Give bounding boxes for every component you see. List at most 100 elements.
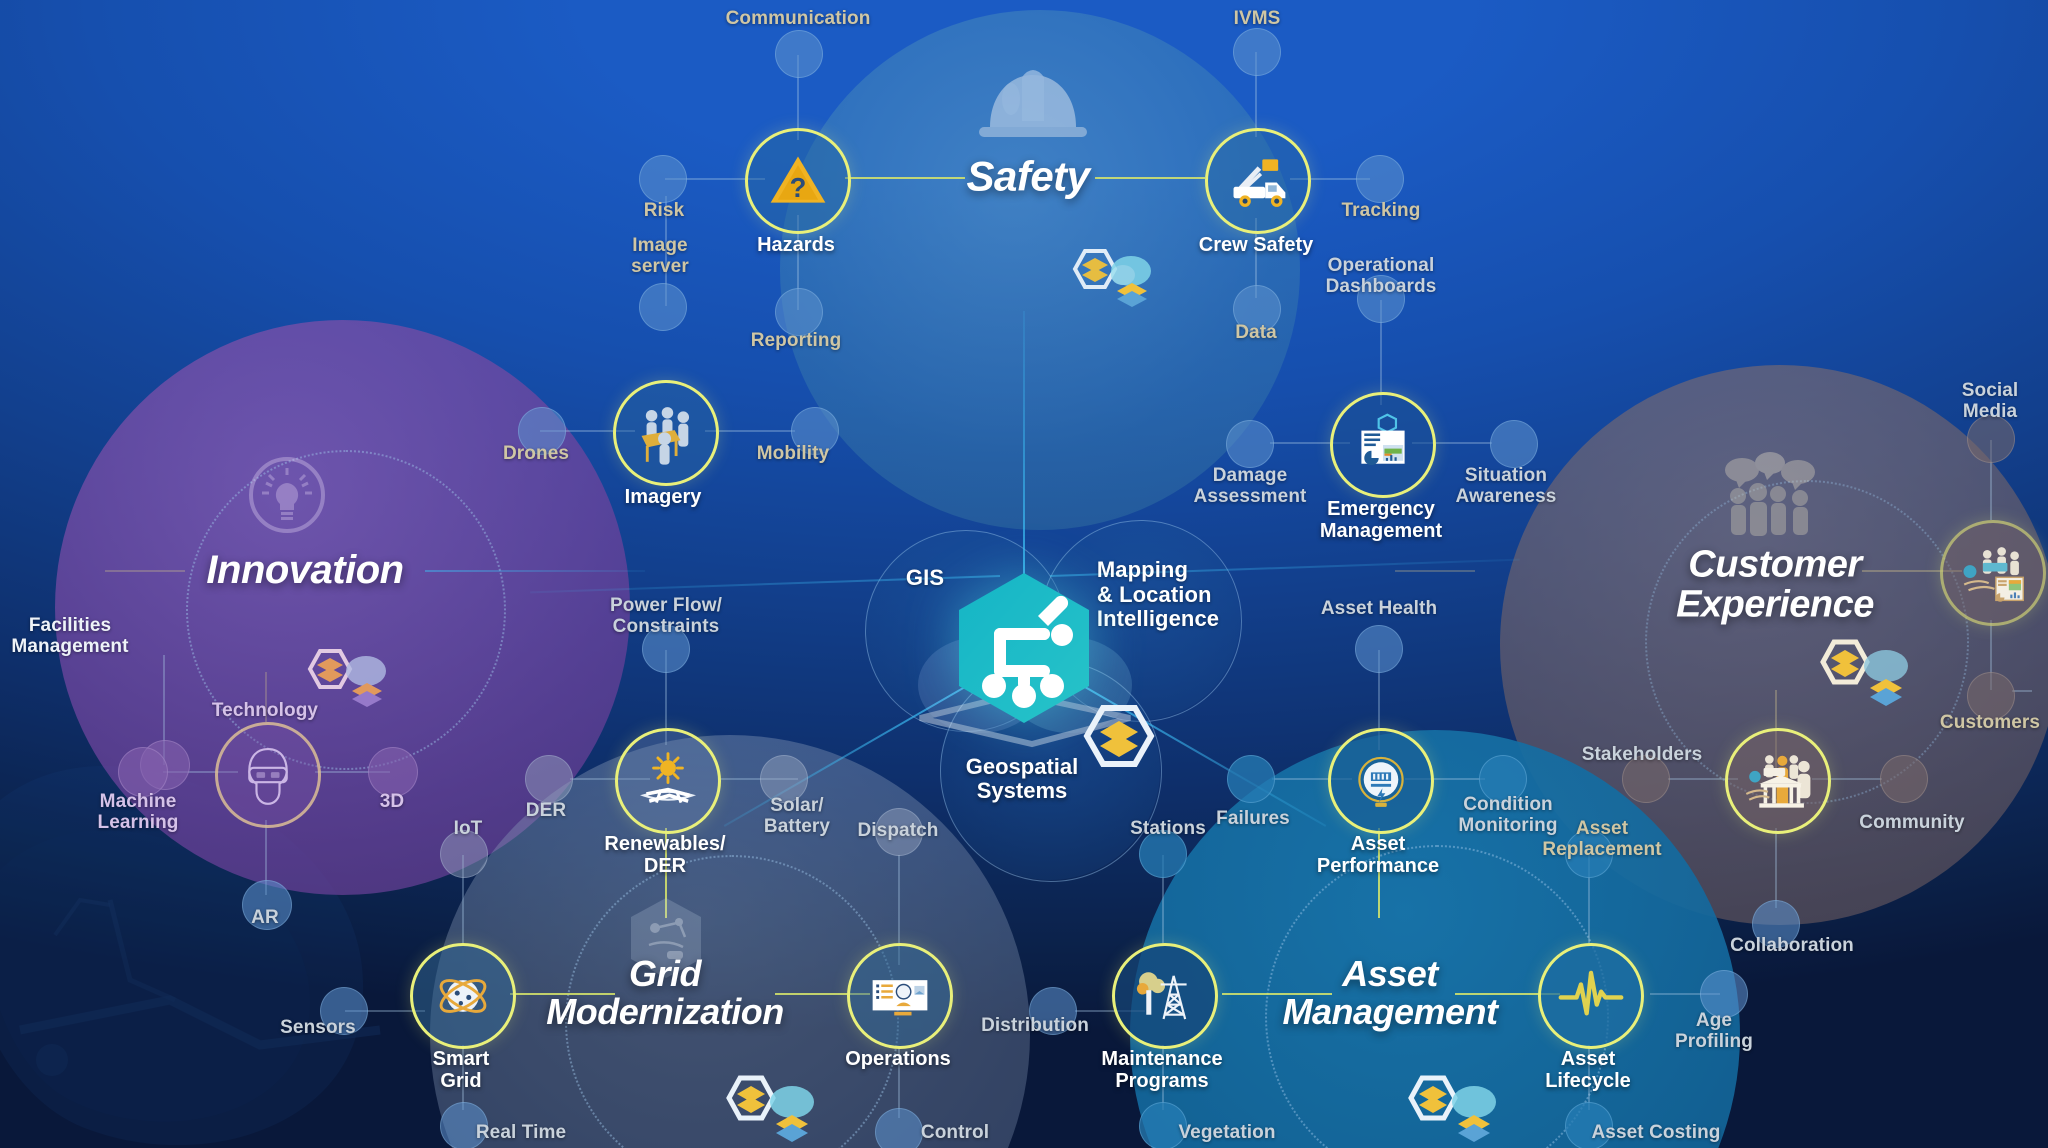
node-renewables-der[interactable] (615, 728, 721, 834)
label-community: Community (1859, 812, 1965, 833)
dot-collaboration[interactable] (1752, 900, 1800, 948)
dot-asset-costing[interactable] (1565, 1102, 1613, 1148)
label-vegetation: Vegetation (1178, 1122, 1276, 1143)
node-technology[interactable] (215, 722, 321, 828)
dot-der[interactable] (525, 755, 573, 803)
label-collaboration: Collaboration (1730, 935, 1854, 956)
label-ivms: IVMS (1233, 8, 1281, 29)
dot-ivms[interactable] (1233, 28, 1281, 76)
node-label-asset-performance: Asset Performance (1316, 833, 1440, 877)
label-asset-costing: Asset Costing (1591, 1122, 1721, 1143)
dot-drones[interactable] (518, 407, 566, 455)
label-power-flow: Power Flow/ Constraints (610, 595, 722, 638)
dot-asset-replacement[interactable] (1565, 830, 1613, 878)
node-imagery[interactable] (613, 380, 719, 486)
lightbulb-innovation-icon (242, 450, 332, 540)
label-control: Control (920, 1122, 990, 1143)
dot-control[interactable] (875, 1108, 923, 1148)
label-stakeholders: Stakeholders (1581, 744, 1703, 765)
label-reporting: Reporting (750, 330, 842, 351)
atom-smart-grid-icon (439, 979, 487, 1013)
label-asset-replacement: Asset Replacement (1542, 818, 1662, 861)
grid-modernization-domain-bubble (430, 735, 1030, 1148)
node-customer-engagement[interactable] (1940, 520, 2046, 626)
node-label-asset-lifecycle: Asset Lifecycle (1545, 1048, 1631, 1092)
arcgis-layers-badge-center (1083, 702, 1159, 782)
dot-operational-dashboards[interactable] (1357, 275, 1405, 323)
node-label-crew-safety: Crew Safety (1198, 234, 1314, 256)
edge-hazards-safety (845, 177, 965, 179)
dot-condition-monitoring[interactable] (1479, 755, 1527, 803)
edge-cxnode-customers (2012, 690, 2032, 692)
label-condition-monitoring: Condition Monitoring (1458, 794, 1558, 837)
label-der: DER (525, 800, 567, 821)
dot-asset-health[interactable] (1355, 625, 1403, 673)
arcgis-utility-network-hexagon-logo[interactable] (954, 570, 1094, 726)
label-operational-dashboards: Operational Dashboards (1325, 255, 1437, 298)
node-label-geospatial-systems: Geospatial Systems (965, 754, 1079, 804)
node-asset-performance[interactable] (1328, 728, 1434, 834)
dot-stations[interactable] (1139, 830, 1187, 878)
edge-innovation-left-tick (105, 570, 185, 572)
dot-data[interactable] (1233, 285, 1281, 333)
arcgis-badge-safety (1065, 245, 1155, 315)
dot-damage-assessment[interactable] (1226, 420, 1274, 468)
edge-innovation-to-center (425, 570, 645, 572)
dot-machine-learning[interactable] (118, 747, 168, 797)
people-speech-bubbles-icon (1712, 450, 1822, 540)
dot-reporting[interactable] (775, 288, 823, 336)
dot-power-flow[interactable] (642, 625, 690, 673)
dot-mobility[interactable] (791, 407, 839, 455)
vr-headset-icon (248, 747, 288, 805)
dot-dispatch[interactable] (875, 808, 923, 856)
node-emergency-management[interactable] (1330, 392, 1436, 498)
label-tracking: Tracking (1341, 200, 1421, 221)
bucket-truck-icon (1233, 159, 1286, 207)
node-asset-lifecycle[interactable] (1538, 943, 1644, 1049)
dot-vegetation[interactable] (1139, 1102, 1187, 1148)
dot-failures[interactable] (1227, 755, 1275, 803)
domain-title-customer-experience: Customer Experience (1676, 543, 1874, 626)
dot-real-time[interactable] (440, 1102, 488, 1148)
domain-title-grid-modernization: Grid Modernization (546, 952, 784, 1032)
node-maintenance-programs[interactable] (1112, 943, 1218, 1049)
dot-situation-awareness[interactable] (1490, 420, 1538, 468)
node-operations[interactable] (847, 943, 953, 1049)
label-mobility: Mobility (756, 443, 830, 464)
label-drones: Drones (502, 443, 570, 464)
label-image-server: Image server (631, 235, 689, 278)
dot-tracking[interactable] (1356, 155, 1404, 203)
dot-stakeholders[interactable] (1622, 755, 1670, 803)
node-label-smart-grid: Smart Grid (432, 1048, 490, 1092)
dot-community[interactable] (1880, 755, 1928, 803)
dot-ar[interactable] (242, 880, 292, 930)
dot-risk[interactable] (639, 155, 687, 203)
dot-social-media[interactable] (1967, 415, 2015, 463)
electric-meter-icon (1358, 756, 1404, 807)
dot-solar[interactable] (760, 755, 808, 803)
label-solar: Solar/ Battery (763, 795, 831, 838)
dot-communication[interactable] (775, 30, 823, 78)
dot-iot[interactable] (440, 830, 488, 878)
node-stakeholder-collaboration[interactable] (1725, 728, 1831, 834)
label-distribution: Distribution (981, 1015, 1089, 1036)
imagery-workstation-icon (641, 407, 690, 465)
dot-distribution[interactable] (1029, 987, 1077, 1035)
dot-customers[interactable] (1967, 672, 2015, 720)
dot-sensors[interactable] (320, 987, 368, 1035)
node-smart-grid[interactable] (410, 943, 516, 1049)
dot-3d[interactable] (368, 747, 418, 797)
node-label-hazards: Hazards (757, 234, 835, 256)
label-sensors: Sensors (280, 1017, 356, 1038)
label-communication: Communication (725, 8, 871, 29)
emergency-dashboard-icon (1361, 413, 1405, 466)
node-hazards[interactable]: ? (745, 128, 851, 234)
dot-age-profiling[interactable] (1700, 970, 1748, 1018)
customer-dashboard-icon (1963, 547, 2024, 602)
node-label-emergency-management: Emergency Management (1319, 498, 1443, 542)
label-technology: Technology (211, 700, 319, 721)
node-crew-safety[interactable] (1205, 128, 1311, 234)
dot-image-server[interactable] (639, 283, 687, 331)
hard-hat-icon (978, 55, 1088, 150)
